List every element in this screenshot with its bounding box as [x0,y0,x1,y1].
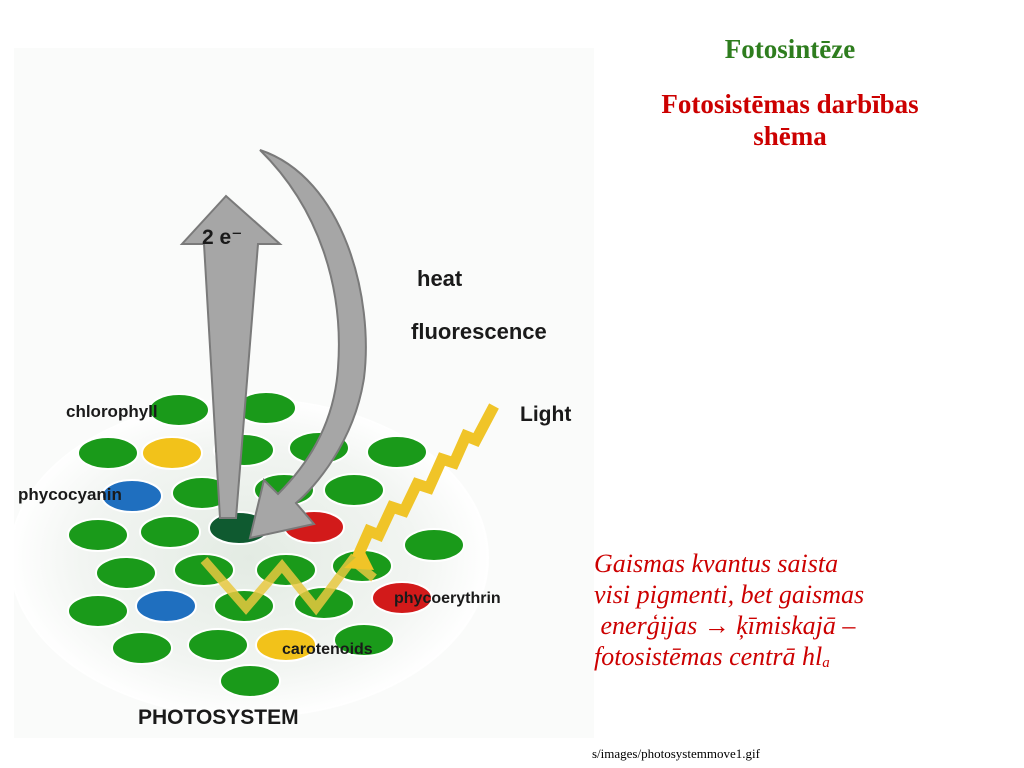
chlorophyll-molecule [111,631,173,665]
fluorescence-label: fluorescence [411,319,547,344]
light-arrowhead-icon [344,550,374,570]
chlorophyll-label: chlorophyll [66,402,158,421]
caption-line-1: Gaismas kvantus saista [594,549,839,578]
caption-subscript: a [822,655,830,671]
pigment-array [67,391,465,698]
phycoerythrin-molecule [371,581,433,615]
caption-text: Gaismas kvantus saista visi pigmenti, be… [594,548,1014,677]
chlorophyll-molecule [148,393,210,427]
slide-subtitle: Fotosistēmas darbības shēma [661,89,919,151]
chlorophyll-molecule [187,628,249,662]
chlorophyll-molecule [67,594,129,628]
chlorophyll-molecule [219,664,281,698]
phycocyanin-molecule [135,589,197,623]
caption-line-4: fotosistēmas centrā hla [594,641,1014,677]
chlorophyll-molecule [333,623,395,657]
heat-label: heat [417,266,463,291]
chlorophyll-molecule [366,435,428,469]
phycoerythrin-label: phycoerythrin [394,590,501,607]
light-wave-icon [351,403,499,561]
chlorophyll-molecule [403,528,465,562]
heat-fluorescence-arrow-icon [248,149,367,540]
caption-line-4-main: fotosistēmas centrā hl [594,642,823,671]
chlorophyll-molecule [95,556,157,590]
caption-line-3: enerģijas → ķīmiskajā – [594,611,856,640]
electron-arrow-icon [179,194,283,519]
photosystem-diagram: 2 e⁻ heat fluorescence Light chlorophyll… [14,48,594,738]
carotenoid-molecule [141,436,203,470]
phycocyanin-label: phycocyanin [18,485,122,504]
slide-title: Fotosintēze [724,34,856,64]
carotenoids-label: carotenoids [282,641,373,658]
photosystem-label: PHOTOSYSTEM [138,706,299,729]
chlorophyll-molecule [323,473,385,507]
electrons-label: 2 e⁻ [202,226,242,249]
phycocyanin-molecule [101,479,163,513]
image-source: s/images/photosystemmove1.gif [592,746,760,761]
chlorophyll-molecule [77,436,139,470]
chlorophyll-molecule [139,515,201,549]
carotenoid-molecule [255,628,317,662]
light-label: Light [520,403,571,426]
caption-line-2: visi pigmenti, bet gaismas [594,580,865,609]
chlorophyll-molecule [67,518,129,552]
